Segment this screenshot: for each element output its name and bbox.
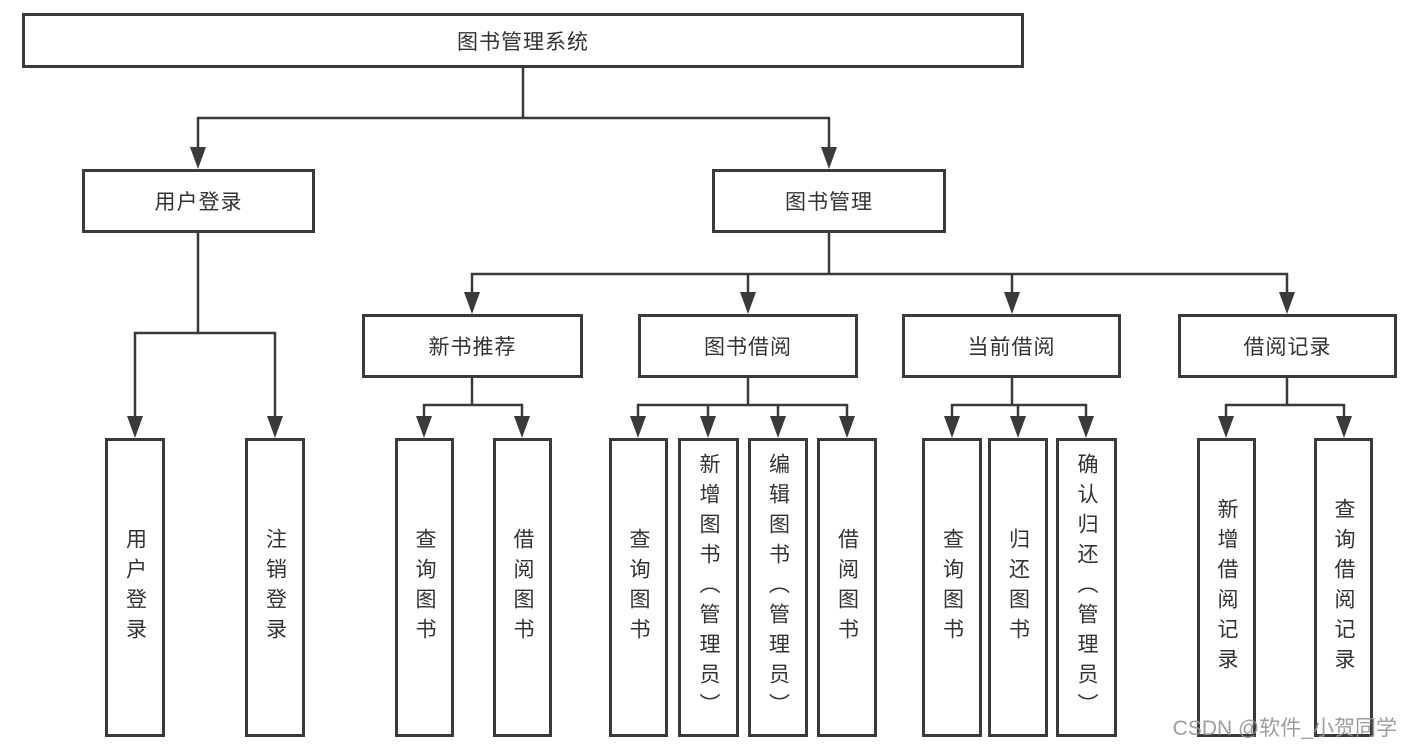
node-new-book-recommend: 新书推荐 [362,314,583,378]
leaf-query-borrow-record: 查询借阅记录 [1314,438,1373,737]
leaf-add-borrow-record: 新增借阅记录 [1197,438,1256,737]
leaf-borrow-book-label: 借阅图书 [835,527,859,648]
leaf-return-book: 归还图书 [988,438,1048,737]
leaf-query-book-recommend-label: 查询图书 [413,527,436,648]
node-user-login-label: 用户登录 [154,191,243,214]
leaf-query-borrow-record-label: 查询借阅记录 [1332,497,1355,678]
leaf-logout: 注销登录 [245,438,305,737]
leaf-borrow-book: 借阅图书 [817,438,877,737]
node-book-management: 图书管理 [712,169,946,233]
leaf-user-login-label: 用户登录 [123,527,147,648]
leaf-query-book-borrow: 查询图书 [609,438,668,737]
arrowheads [127,147,1352,438]
leaf-borrow-book-recommend-label: 借阅图书 [511,527,534,648]
leaf-logout-label: 注销登录 [263,527,287,648]
node-user-login: 用户登录 [82,169,315,233]
leaf-query-book-borrow-label: 查询图书 [627,527,650,648]
leaf-add-borrow-record-label: 新增借阅记录 [1215,497,1238,678]
leaf-confirm-return-admin: 确认归还（管理员） [1056,438,1117,737]
node-current-borrow-label: 当前借阅 [967,336,1056,359]
leaf-return-book-label: 归还图书 [1006,527,1030,648]
node-book-borrow: 图书借阅 [638,314,858,378]
leaf-confirm-return-admin-label: 确认归还（管理员） [1075,452,1098,723]
leaf-edit-book-admin-label: 编辑图书（管理员） [766,452,790,723]
leaf-query-book-recommend: 查询图书 [395,438,454,737]
leaf-query-book-current-label: 查询图书 [940,527,964,648]
leaf-borrow-book-recommend: 借阅图书 [493,438,552,737]
node-book-borrow-label: 图书借阅 [704,336,792,359]
node-book-management-label: 图书管理 [785,191,873,214]
leaf-add-book-admin-label: 新增图书（管理员） [697,452,720,723]
node-root-label: 图书管理系统 [457,30,589,54]
leaf-query-book-current: 查询图书 [922,438,982,737]
node-root: 图书管理系统 [22,13,1024,68]
node-borrow-record: 借阅记录 [1178,314,1397,378]
node-new-book-recommend-label: 新书推荐 [428,336,517,359]
leaf-add-book-admin: 新增图书（管理员） [678,438,739,737]
watermark: CSDN @软件_小贺同学 [1172,717,1397,740]
node-current-borrow: 当前借阅 [902,314,1121,378]
leaf-edit-book-admin: 编辑图书（管理员） [748,438,808,737]
node-borrow-record-label: 借阅记录 [1243,336,1332,359]
leaf-user-login: 用户登录 [105,438,165,737]
